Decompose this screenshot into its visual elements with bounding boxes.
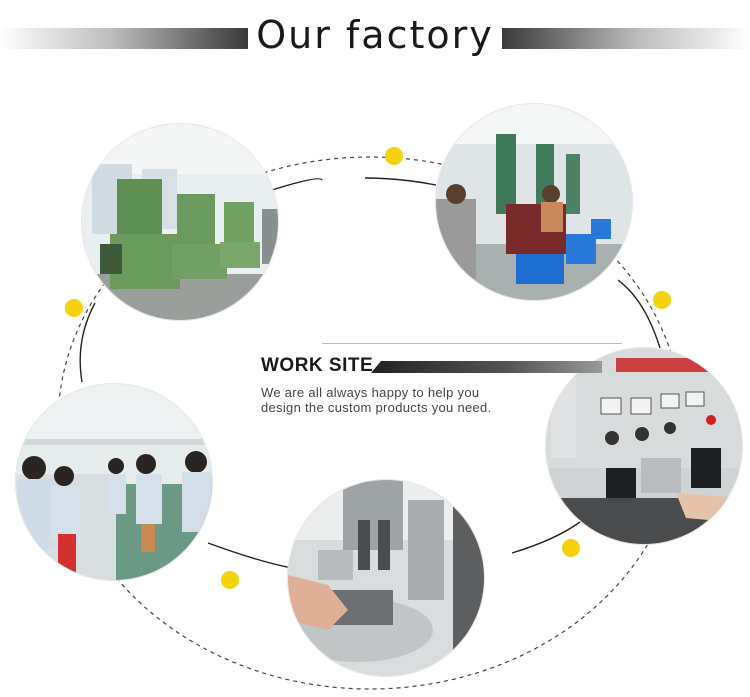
photo-assembly-workers [16,384,212,580]
worksite-description-line1: We are all always happy to help you [261,385,480,400]
photo-molding-machines [82,124,278,320]
accent-dot [385,147,403,165]
worksite-description-line2: design the custom products you need. [261,400,492,415]
photo-test-equipment [546,348,742,544]
title-decor-right [502,28,750,49]
accent-dot [653,291,671,309]
page-title: Our factory [256,13,494,57]
worksite-heading: WORK SITE [261,355,374,376]
accent-dot [562,539,580,557]
accent-dot [221,571,239,589]
worksite-top-rule [322,343,622,344]
title-decor-left [0,28,248,49]
photo-production-line [436,104,632,300]
photo-crimping-machine [288,480,484,676]
accent-dot [65,299,83,317]
worksite-description: We are all always happy to help you desi… [261,385,561,415]
worksite-decor-bar [371,361,602,373]
